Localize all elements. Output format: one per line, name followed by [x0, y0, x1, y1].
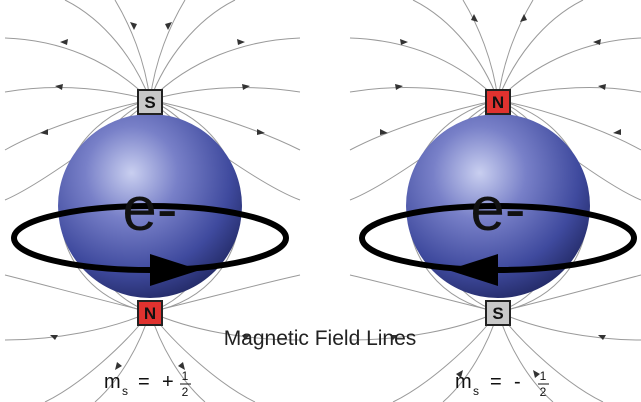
right-electron-diagram: N S e- [349, 0, 641, 402]
left-ms-denominator: 2 [182, 385, 189, 399]
right-bottom-pole-label: S [492, 304, 503, 323]
left-ms-symbol: m [104, 371, 121, 393]
left-ms-numerator: 1 [182, 369, 189, 383]
left-electron-diagram: S N e- [4, 0, 301, 402]
left-field-lines [4, 0, 301, 402]
left-bottom-pole-box [137, 300, 163, 326]
right-spin-quantum-number: m s = - 1 2 [455, 369, 549, 399]
right-ms-symbol: m [455, 371, 472, 393]
right-spin-arrowhead [448, 254, 498, 286]
right-bottom-pole-box [485, 300, 511, 326]
left-ms-sign: + [162, 371, 174, 393]
left-top-pole-label: S [144, 93, 155, 112]
right-top-pole-box [485, 89, 511, 115]
right-electron-label: e- [470, 175, 525, 244]
right-ms-subscript: s [473, 384, 479, 398]
right-top-pole-label: N [492, 93, 504, 112]
left-electron-label: e- [122, 175, 177, 244]
left-spin-quantum-number: m s = + 1 2 [104, 369, 191, 399]
right-ms-numerator: 1 [540, 369, 547, 383]
left-ms-subscript: s [122, 384, 128, 398]
right-field-arrows [380, 14, 621, 378]
right-ms-sign: - [514, 371, 521, 393]
field-lines-caption: Magnetic Field Lines [224, 327, 417, 350]
right-ms-denominator: 2 [540, 385, 547, 399]
left-field-arrows [40, 22, 265, 370]
right-ms-equals: = [490, 371, 502, 393]
left-top-pole-box [137, 89, 163, 115]
left-spin-arrowhead [150, 254, 200, 286]
left-ms-equals: = [138, 371, 150, 393]
left-bottom-pole-label: N [144, 304, 156, 323]
